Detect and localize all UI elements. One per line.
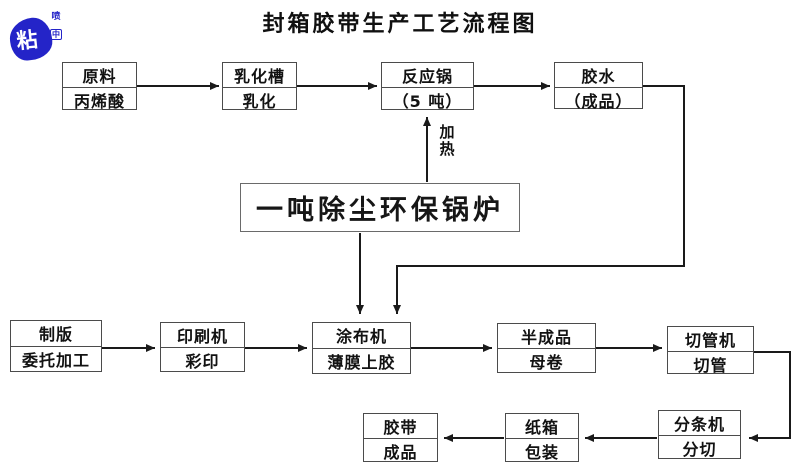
node-glue-title: 胶水 [555, 63, 642, 88]
node-coater-title: 涂布机 [313, 323, 410, 349]
node-slitter: 分条机 分切 [658, 410, 741, 459]
node-semi-finished: 半成品 母卷 [497, 323, 596, 373]
logo-stamp-top-char: 喷 [51, 12, 61, 22]
heat-label-line2: 热 [439, 140, 455, 158]
node-reactor: 反应锅 （5 吨） [381, 62, 474, 111]
node-semi-finished-title: 半成品 [498, 324, 595, 349]
logo-stamp-seal-char: 中 [50, 29, 62, 40]
node-tube-cutter-sub: 切管 [693, 356, 728, 375]
arrow-glue-to-coater [393, 85, 685, 314]
node-reactor-title: 反应锅 [382, 63, 473, 88]
node-boiler: 一吨除尘环保锅炉 [240, 183, 520, 232]
node-raw-material-sub: 丙烯酸 [73, 92, 125, 111]
node-plate-making: 制版 委托加工 [10, 320, 102, 372]
heat-label-line1: 加 [439, 123, 455, 141]
node-emulsifier-sub: 乳化 [242, 92, 277, 111]
node-printer: 印刷机 彩印 [160, 322, 245, 372]
node-tape-finished-title: 胶带 [364, 414, 437, 439]
node-tube-cutter: 切管机 切管 [667, 326, 754, 375]
node-tube-cutter-title: 切管机 [668, 327, 753, 352]
heat-label: 加 热 [436, 124, 458, 158]
node-plate-making-title: 制版 [11, 321, 101, 347]
node-coater: 涂布机 薄膜上胶 [312, 322, 411, 374]
node-coater-sub: 薄膜上胶 [327, 352, 396, 372]
node-carton-packing: 纸箱 包装 [505, 413, 579, 462]
node-reactor-sub: （5 吨） [392, 92, 463, 111]
node-slitter-sub: 分切 [682, 440, 717, 459]
arrow-tube-cutter-to-slitter [749, 351, 791, 442]
brand-logo: 粘 喷 中 [7, 12, 66, 63]
page-title: 封箱胶带生产工艺流程图 [262, 12, 538, 37]
node-semi-finished-sub: 母卷 [529, 353, 564, 372]
node-raw-material: 原料 丙烯酸 [62, 62, 137, 111]
node-printer-sub: 彩印 [185, 352, 220, 371]
node-printer-title: 印刷机 [161, 323, 244, 348]
node-emulsifier: 乳化槽 乳化 [222, 62, 297, 111]
node-tape-finished: 胶带 成品 [363, 413, 438, 462]
node-plate-making-sub: 委托加工 [21, 350, 90, 370]
node-slitter-title: 分条机 [659, 411, 740, 436]
node-glue: 胶水 （成品） [554, 62, 643, 111]
node-raw-material-title: 原料 [63, 63, 136, 88]
node-boiler-label: 一吨除尘环保锅炉 [256, 195, 504, 226]
node-carton-packing-sub: 包装 [524, 443, 559, 462]
node-glue-sub: （成品） [564, 92, 633, 111]
node-carton-packing-title: 纸箱 [506, 414, 578, 439]
logo-stamp: 喷 中 [48, 12, 64, 42]
node-tape-finished-sub: 成品 [383, 443, 418, 462]
node-emulsifier-title: 乳化槽 [223, 63, 296, 88]
